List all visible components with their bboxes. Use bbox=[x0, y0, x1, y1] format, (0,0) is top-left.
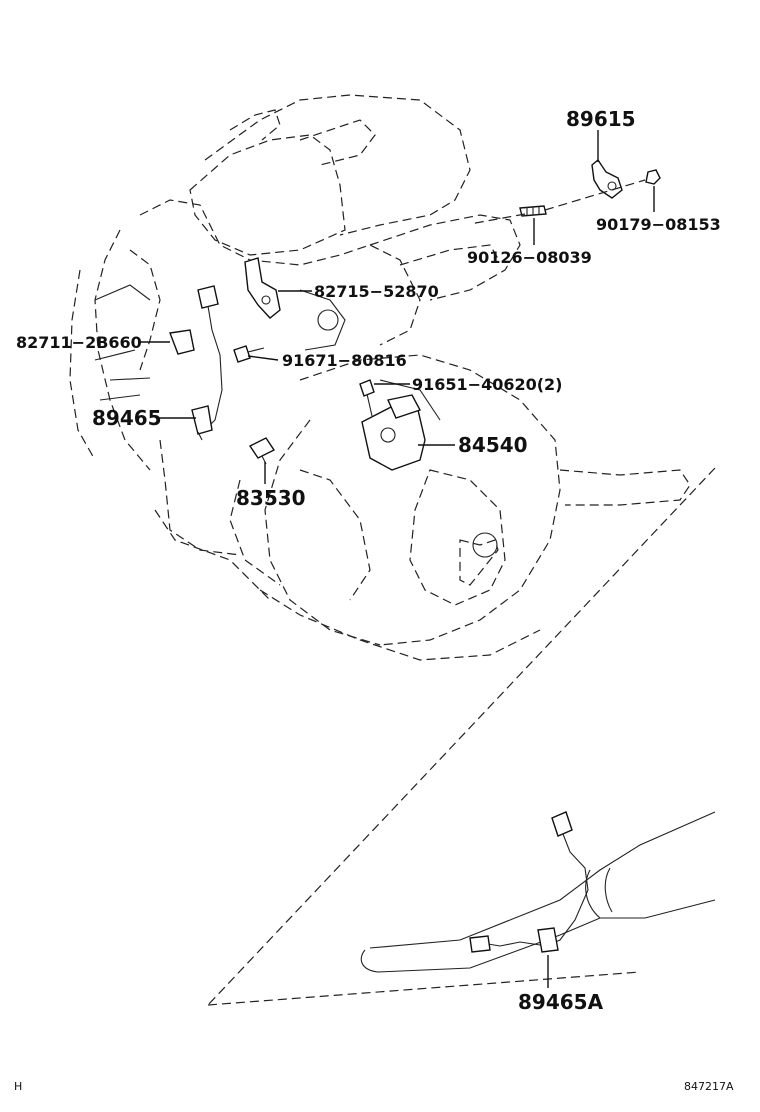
svg-text:82711−2B660: 82711−2B660 bbox=[16, 333, 142, 352]
svg-text:84540: 84540 bbox=[458, 433, 528, 457]
oxygen-sensor-89465 bbox=[191, 285, 223, 441]
part-label-84540: 84540 bbox=[458, 433, 528, 457]
svg-text:83530: 83530 bbox=[236, 486, 306, 510]
svg-text:91671−80816: 91671−80816 bbox=[282, 351, 407, 370]
part-label-82711-2b660: 82711−2B660 bbox=[16, 333, 142, 352]
svg-text:90126−08039: 90126−08039 bbox=[467, 248, 592, 267]
bolt-91651-40620 bbox=[359, 379, 375, 417]
svg-text:847217A: 847217A bbox=[684, 1080, 734, 1093]
nut-90179-08153 bbox=[645, 169, 661, 185]
clamp-82711-2b660 bbox=[169, 329, 195, 355]
part-label-89465: 89465 bbox=[92, 406, 162, 430]
stud-90126-08039 bbox=[519, 205, 547, 217]
exhaust-inset-outline bbox=[207, 467, 716, 1006]
svg-text:H: H bbox=[14, 1080, 22, 1093]
part-label-90179-08153: 90179−08153 bbox=[596, 215, 721, 234]
svg-text:91651−40620(2): 91651−40620(2) bbox=[412, 375, 563, 394]
part-label-82715-52870: 82715−52870 bbox=[314, 282, 439, 301]
svg-text:89465A: 89465A bbox=[518, 990, 604, 1014]
oil-pressure-switch-83530 bbox=[248, 437, 276, 465]
part-label-91651-40620: 91651−40620(2) bbox=[412, 375, 563, 394]
svg-text:89615: 89615 bbox=[566, 107, 636, 131]
footer-illustration-number: 847217A bbox=[684, 1080, 734, 1093]
leader-lines bbox=[140, 130, 655, 988]
bracket-82715-52870 bbox=[244, 257, 281, 319]
svg-text:90179−08153: 90179−08153 bbox=[596, 215, 721, 234]
neutral-start-switch-84540 bbox=[361, 394, 426, 471]
footer-left-code: H bbox=[14, 1080, 22, 1093]
svg-text:89465: 89465 bbox=[92, 406, 162, 430]
part-label-90126-08039: 90126−08039 bbox=[467, 248, 592, 267]
camshaft-position-sensor-89615 bbox=[591, 158, 623, 199]
part-label-89465a: 89465A bbox=[518, 990, 604, 1014]
engine-assembly-outline bbox=[69, 94, 691, 661]
bolt-91671-80816 bbox=[233, 345, 265, 363]
part-label-83530: 83530 bbox=[236, 486, 306, 510]
svg-text:82715−52870: 82715−52870 bbox=[314, 282, 439, 301]
part-label-89615: 89615 bbox=[566, 107, 636, 131]
oxygen-sensor-89465a bbox=[469, 811, 589, 953]
part-label-91671-80816: 91671−80816 bbox=[282, 351, 407, 370]
